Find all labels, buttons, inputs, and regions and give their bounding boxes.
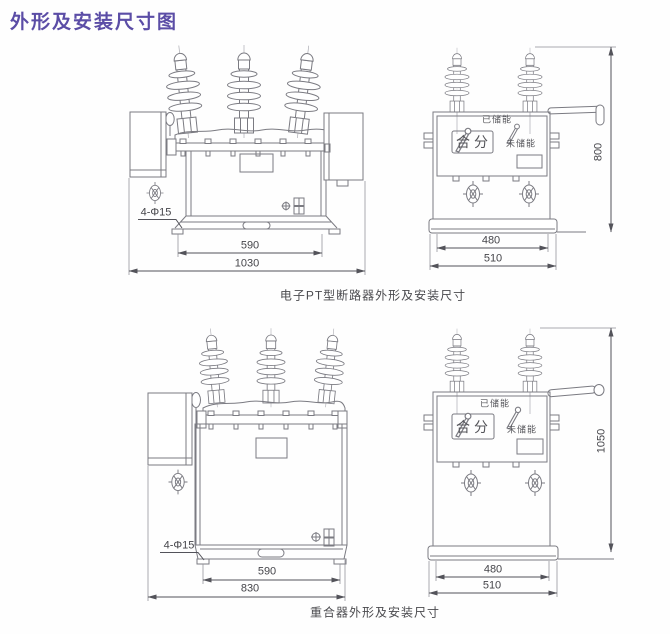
pt-side-charged-label: 已储能	[481, 114, 513, 125]
page-title: 外形及安装尺寸图	[10, 12, 179, 33]
pt-side-base-width-dim: 480	[481, 234, 501, 247]
recloser-side-base-width-dim: 480	[483, 563, 503, 576]
pt-side-uncharged-label: 未储能	[505, 138, 537, 149]
recloser-front-total-width-dim: 830	[240, 582, 260, 595]
recloser-front-view	[147, 326, 349, 601]
pt-front-total-width-dim: 1030	[234, 257, 260, 270]
pt-breaker-caption: 电子PT型断路器外形及安装尺寸	[279, 288, 467, 303]
pt-side-switch-label: 合分	[456, 134, 492, 150]
pt-front-hole-label: 4-Φ15	[140, 206, 172, 219]
pt-breaker-front-view	[128, 43, 366, 275]
pt-breaker-side-view	[423, 46, 616, 270]
recloser-front-hole-label: 4-Φ15	[163, 539, 195, 552]
recloser-caption: 重合器外形及安装尺寸	[309, 605, 441, 620]
pt-side-height-dim: 800	[592, 142, 605, 162]
recloser-side-view	[423, 327, 616, 597]
recloser-side-charged-label: 已储能	[479, 398, 511, 409]
recloser-side-switch-label: 合分	[456, 419, 492, 435]
recloser-side-height-dim: 1050	[595, 428, 608, 454]
recloser-side-total-width-dim: 510	[482, 579, 502, 592]
pt-side-total-width-dim: 510	[483, 252, 503, 265]
recloser-front-base-width-dim: 590	[257, 565, 277, 578]
recloser-side-uncharged-label: 未储能	[506, 424, 538, 435]
pt-front-base-width-dim: 590	[240, 239, 260, 252]
